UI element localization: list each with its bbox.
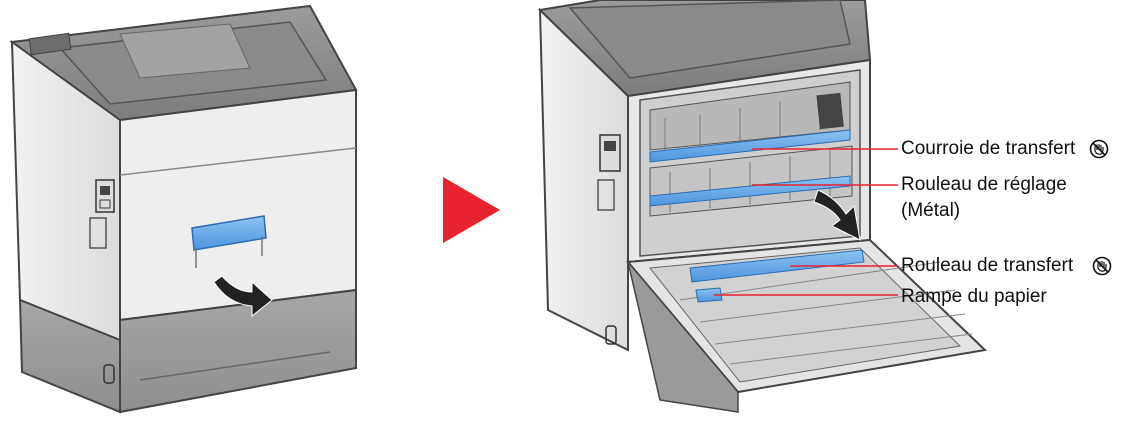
label-registration-roller-material: (Métal)	[901, 200, 961, 221]
label-registration-roller: Rouleau de réglage	[901, 174, 1067, 195]
transfer-roller-highlight	[689, 249, 865, 283]
paper-ramp-highlight	[695, 287, 723, 303]
registration-roller-highlight	[649, 175, 851, 207]
printer-open-illustration	[537, 0, 988, 413]
curved-down-arrow-icon	[813, 189, 861, 241]
label-transfer-belt: Courroie de transfert	[901, 138, 1076, 159]
printer-closed-illustration	[9, 4, 358, 414]
curved-down-arrow-icon	[213, 275, 273, 318]
leader-lines	[714, 148, 898, 296]
label-transfer-roller: Rouleau de transfert	[901, 255, 1074, 276]
no-touch-hand-icon	[1089, 139, 1109, 159]
triangle-right-arrow-icon	[443, 177, 500, 243]
transfer-belt-highlight	[649, 129, 851, 163]
label-paper-ramp: Rampe du papier	[901, 286, 1047, 307]
no-touch-hand-icon	[1092, 256, 1112, 276]
